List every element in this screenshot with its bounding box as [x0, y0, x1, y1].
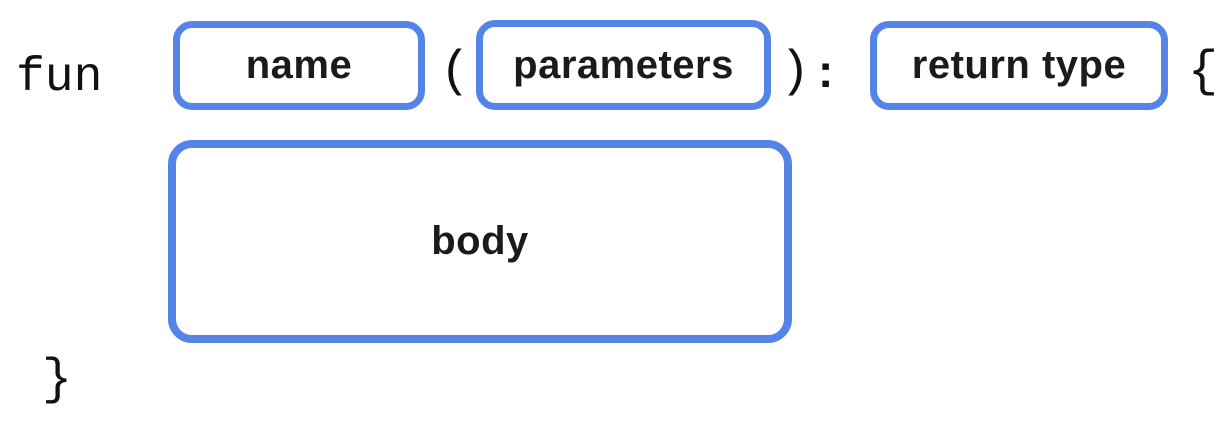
fun-keyword: fun [16, 51, 103, 105]
parameters-placeholder-label: parameters [513, 42, 734, 87]
return-type-placeholder-box: return type [870, 21, 1168, 110]
body-placeholder-label: body [431, 219, 529, 263]
close-paren: ) [780, 44, 811, 101]
return-type-placeholder-label: return type [911, 43, 1127, 87]
name-placeholder-box: name [173, 21, 425, 110]
body-placeholder-box: body [168, 140, 792, 343]
open-paren: ( [440, 44, 471, 101]
colon-separator: : [818, 45, 834, 97]
name-placeholder-label: name [245, 43, 353, 87]
open-brace: { [1188, 44, 1219, 101]
parameters-placeholder-box: parameters [476, 20, 771, 110]
close-brace: } [42, 352, 73, 409]
